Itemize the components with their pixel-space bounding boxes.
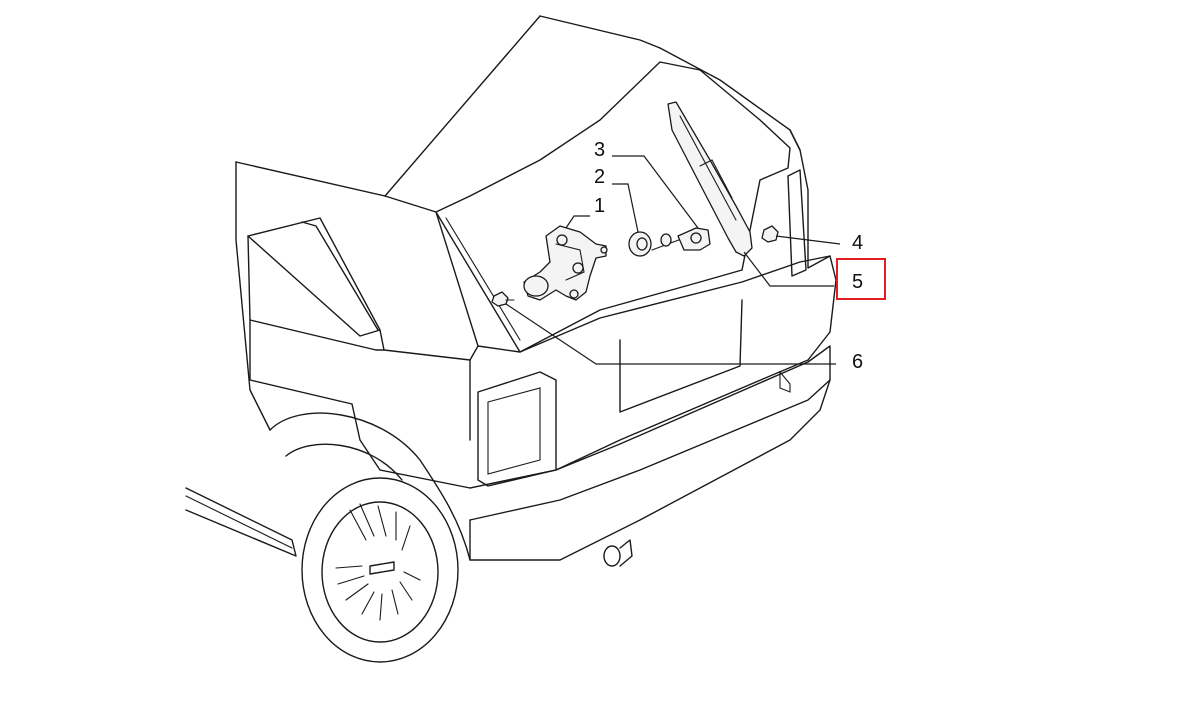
callout-4: 4	[852, 232, 864, 254]
leader-1	[565, 215, 590, 229]
leader-3	[612, 155, 699, 229]
part-5-wiper-arm	[667, 101, 753, 257]
highlight-box-part-5	[836, 258, 886, 300]
part-3-spindle-seal	[660, 227, 711, 251]
leader-6	[505, 303, 836, 365]
leader-5	[743, 251, 834, 287]
callout-2: 2	[594, 166, 606, 188]
callout-6: 6	[852, 351, 864, 373]
callout-3: 3	[594, 139, 606, 161]
part-2-grommet	[628, 231, 652, 257]
leader-2	[612, 183, 639, 233]
part-1-wiper-motor	[523, 225, 608, 301]
leader-lines	[505, 155, 841, 365]
car-body	[185, 15, 837, 663]
callout-1: 1	[594, 195, 606, 217]
leader-4	[775, 235, 841, 245]
part-4-nut	[761, 225, 779, 243]
part-6-bolt	[491, 291, 515, 307]
callout-5: 5	[852, 271, 864, 293]
